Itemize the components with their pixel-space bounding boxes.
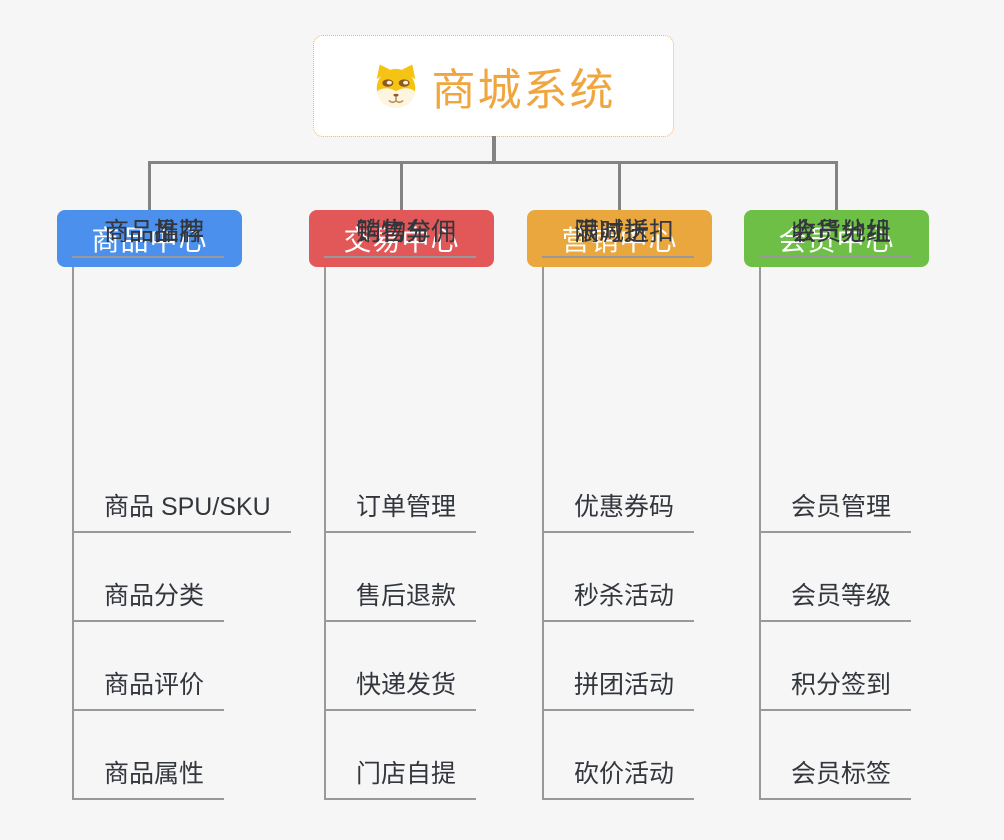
leaf-node[interactable]: 商品属性 [72, 752, 225, 800]
leaf-node[interactable]: 会员标签 [759, 752, 912, 800]
leaf-node[interactable]: 门店自提 [324, 752, 477, 800]
branch-line [542, 267, 544, 799]
leaf-node[interactable]: 拼团活动 [542, 663, 695, 711]
leaf-node[interactable]: 秒杀活动 [542, 574, 695, 622]
leaf-node[interactable]: 满减送 [542, 210, 670, 258]
leaf-node[interactable]: 砍价活动 [542, 752, 695, 800]
leaf-node[interactable]: 订单管理 [324, 485, 477, 533]
branch-line [324, 267, 326, 799]
dog-face-icon [372, 63, 420, 109]
leaf-node[interactable]: 商品评价 [72, 663, 225, 711]
leaf-node[interactable]: 收货地址 [759, 210, 912, 258]
root-title: 商城系统 [431, 66, 616, 115]
leaf-node[interactable]: 销售分佣 [324, 210, 477, 258]
leaf-node[interactable]: 优惠券码 [542, 485, 695, 533]
leaf-node[interactable]: 快递发货 [324, 663, 477, 711]
branch-line [759, 267, 761, 799]
leaf-node[interactable]: 会员管理 [759, 485, 912, 533]
root-node[interactable]: 商城系统 [313, 35, 674, 137]
leaf-node[interactable]: 商品 SPU/SKU [72, 485, 291, 533]
leaf-node[interactable]: 商品品牌 [72, 210, 225, 258]
branch-line [72, 267, 74, 799]
leaf-node[interactable]: 商品分类 [72, 574, 225, 622]
branch-connector-stub [400, 161, 403, 211]
leaf-node[interactable]: 积分签到 [759, 663, 912, 711]
leaf-node[interactable]: 会员等级 [759, 574, 912, 622]
leaf-node[interactable]: 限时折扣 [542, 210, 695, 258]
branch-connector-stub [835, 161, 838, 211]
branch-connector-hbar [148, 161, 838, 164]
branch-connector-stub [618, 161, 621, 211]
leaf-node[interactable]: 售后退款 [324, 574, 477, 622]
branch-connector-stub [148, 161, 151, 211]
root-connector-stub [492, 136, 496, 163]
